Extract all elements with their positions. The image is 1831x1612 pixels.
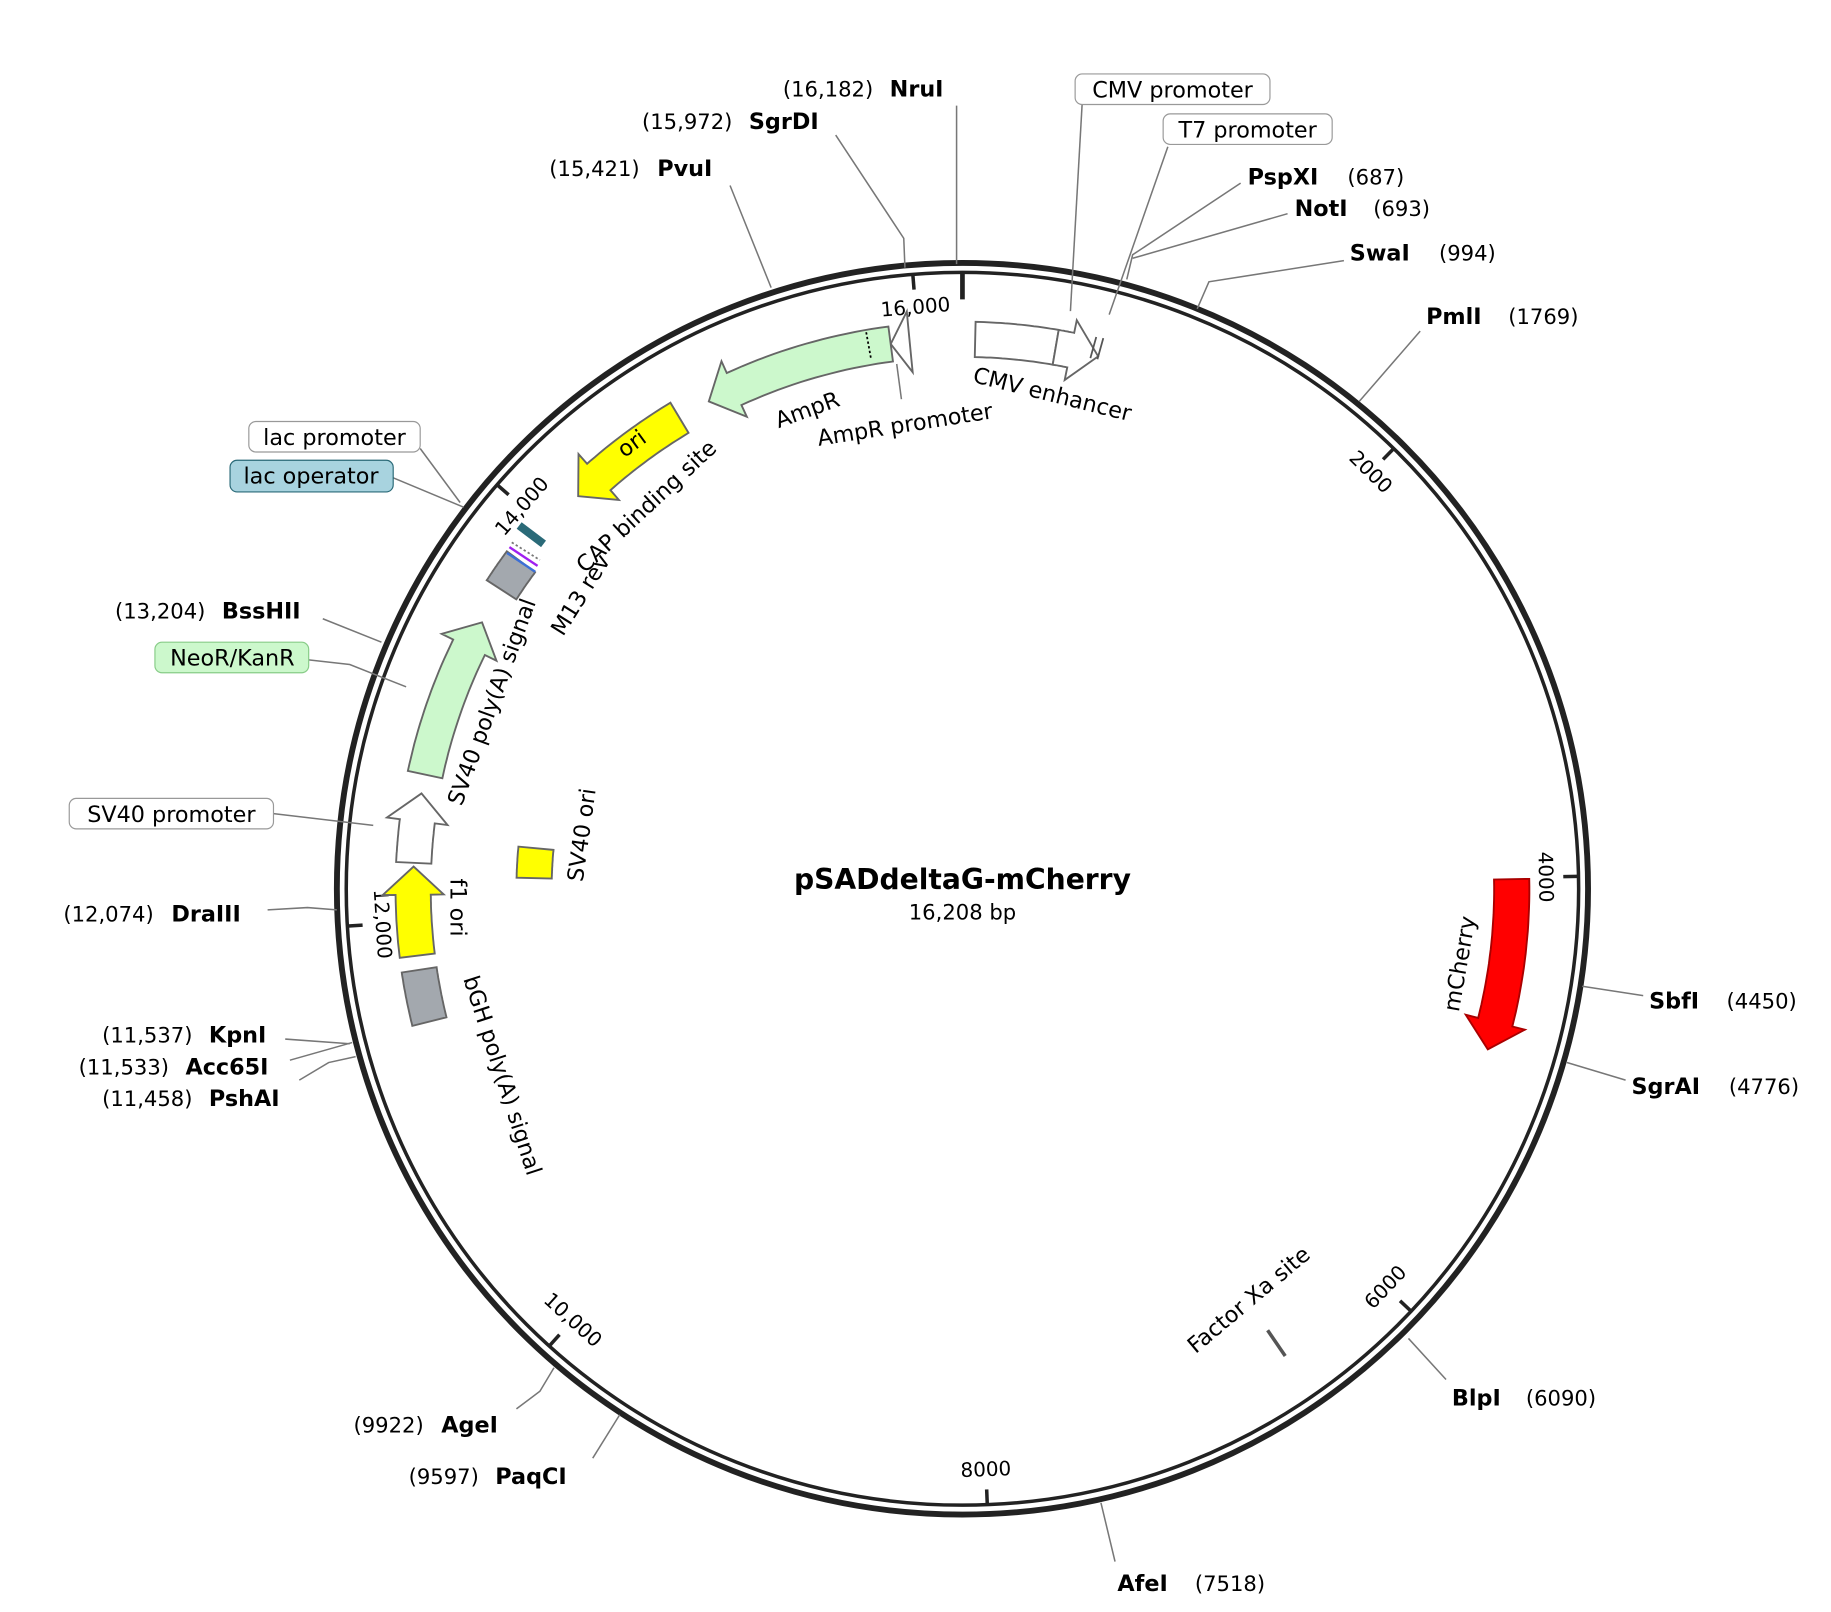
tick-mark	[1381, 448, 1395, 461]
tick-mark	[1398, 1299, 1412, 1312]
bgh-polya-label[interactable]: bGH poly(A) signal	[457, 973, 546, 1179]
enzyme-pos: (11,533)	[79, 1054, 169, 1079]
sv40-ori-feature[interactable]	[515, 845, 555, 880]
neor-kanr-label[interactable]: NeoR/KanR	[170, 646, 295, 672]
enzyme-pos: (13,204)	[115, 599, 205, 624]
enzyme-name[interactable]: PshAI	[209, 1086, 280, 1112]
bgh-polya-feature[interactable]	[400, 966, 448, 1028]
ampr-promoter-feature[interactable]	[889, 308, 914, 376]
enzyme-name[interactable]: PaqCI	[495, 1464, 566, 1490]
enzyme-name[interactable]: Acc65I	[185, 1054, 268, 1080]
f1-ori-feature[interactable]	[380, 865, 447, 959]
mcherry-label[interactable]: mCherry	[1439, 914, 1481, 1013]
factor-xa-site-mark	[1266, 1329, 1287, 1358]
plasmid-length: 16,208 bp	[909, 899, 1016, 924]
tick-label: 16,000	[880, 292, 951, 322]
t7-promoter-label[interactable]: T7 promoter	[1177, 117, 1317, 143]
enzyme-name[interactable]: PspXI	[1248, 164, 1319, 190]
tick-mark	[984, 1489, 989, 1504]
factor-xa-site-label[interactable]: Factor Xa site	[1183, 1242, 1316, 1359]
enzyme-name[interactable]: BlpI	[1452, 1385, 1501, 1411]
leader-lines	[267, 103, 1644, 1562]
enzyme-name[interactable]: SbfI	[1649, 989, 1699, 1015]
enzyme-name[interactable]: BssHII	[222, 599, 301, 625]
enzyme-pos: (687)	[1347, 164, 1404, 189]
enzyme-name[interactable]: AgeI	[441, 1412, 498, 1438]
feature-labels: CMV enhancer AmpR AmpR promoter ori CAP …	[443, 363, 1482, 1359]
tick-mark	[548, 1333, 561, 1347]
enzyme-pos: (693)	[1373, 196, 1430, 221]
enzyme-pos: (9922)	[353, 1412, 423, 1437]
plasmid-name: pSADdeltaG-mCherry	[794, 863, 1131, 896]
enzyme-pos: (4450)	[1727, 989, 1797, 1014]
lac-operator-label[interactable]: lac operator	[243, 464, 379, 490]
backbone-inner-ring	[344, 270, 1581, 1507]
enzyme-name[interactable]: AfeI	[1117, 1571, 1167, 1597]
t7-promoter-mark	[1089, 336, 1105, 360]
cmv-enhancer-label[interactable]: CMV enhancer	[970, 363, 1134, 428]
lac-promoter-label[interactable]: lac promoter	[263, 425, 406, 451]
mcherry-feature[interactable]	[1463, 877, 1531, 1051]
cmv-enhancer-feature[interactable]	[973, 320, 1060, 366]
lac-cap-m13-marks	[506, 522, 546, 573]
enzyme-name[interactable]: PvuI	[657, 156, 712, 182]
enzyme-pos: (15,421)	[549, 156, 639, 181]
enzyme-pos: (12,074)	[63, 902, 153, 927]
tick-mark	[496, 484, 510, 497]
enzyme-name[interactable]: SgrAI	[1631, 1074, 1700, 1100]
enzyme-pos: (994)	[1439, 241, 1496, 266]
enzyme-pos: (11,458)	[102, 1086, 192, 1111]
ampr-promoter-label[interactable]: AmpR promoter	[815, 398, 995, 452]
tick-mark	[911, 275, 916, 290]
enzyme-pos: (11,537)	[102, 1023, 192, 1048]
sv40-promoter-label[interactable]: SV40 promoter	[87, 802, 256, 828]
backbone-outer-ring	[333, 260, 1591, 1518]
enzyme-pos: (1769)	[1508, 304, 1578, 329]
enzyme-name[interactable]: SwaI	[1350, 241, 1410, 267]
enzyme-pos: (9597)	[409, 1464, 479, 1489]
neor-feature[interactable]	[406, 621, 499, 780]
enzyme-name[interactable]: PmlI	[1426, 304, 1482, 330]
cmv-promoter-feature[interactable]	[1051, 317, 1100, 383]
enzyme-pos: (6090)	[1526, 1385, 1596, 1410]
tick-mark	[348, 923, 363, 928]
enzyme-labels: (16,182) NruI (15,972) SgrDI (15,421) Pv…	[63, 76, 1799, 1597]
enzyme-name[interactable]: NruI	[890, 76, 944, 102]
enzyme-pos: (4776)	[1729, 1074, 1799, 1099]
enzyme-name[interactable]: NotI	[1295, 196, 1348, 222]
enzyme-pos: (16,182)	[783, 76, 873, 101]
sv40-promoter-feature[interactable]	[384, 792, 450, 865]
tick-label: 12,000	[369, 888, 397, 959]
enzyme-pos: (7518)	[1195, 1571, 1265, 1596]
tick-label: 4000	[1533, 851, 1558, 902]
tick-label: 10,000	[539, 1287, 607, 1352]
enzyme-name[interactable]: KpnI	[209, 1023, 266, 1049]
ampr-feature[interactable]	[707, 325, 895, 419]
boxed-labels: CMV promoter T7 promoter lac promoter la…	[68, 73, 1333, 830]
tick-label: 8000	[960, 1456, 1012, 1482]
enzyme-pos: (15,972)	[642, 109, 732, 134]
enzyme-name[interactable]: SgrDI	[749, 109, 819, 135]
f1-ori-label[interactable]: f1 ori	[445, 878, 471, 936]
sv40-ori-label[interactable]: SV40 ori	[563, 787, 602, 884]
enzyme-name[interactable]: DraIII	[171, 902, 240, 928]
ori-feature[interactable]	[577, 401, 690, 502]
cmv-promoter-label[interactable]: CMV promoter	[1092, 77, 1253, 103]
